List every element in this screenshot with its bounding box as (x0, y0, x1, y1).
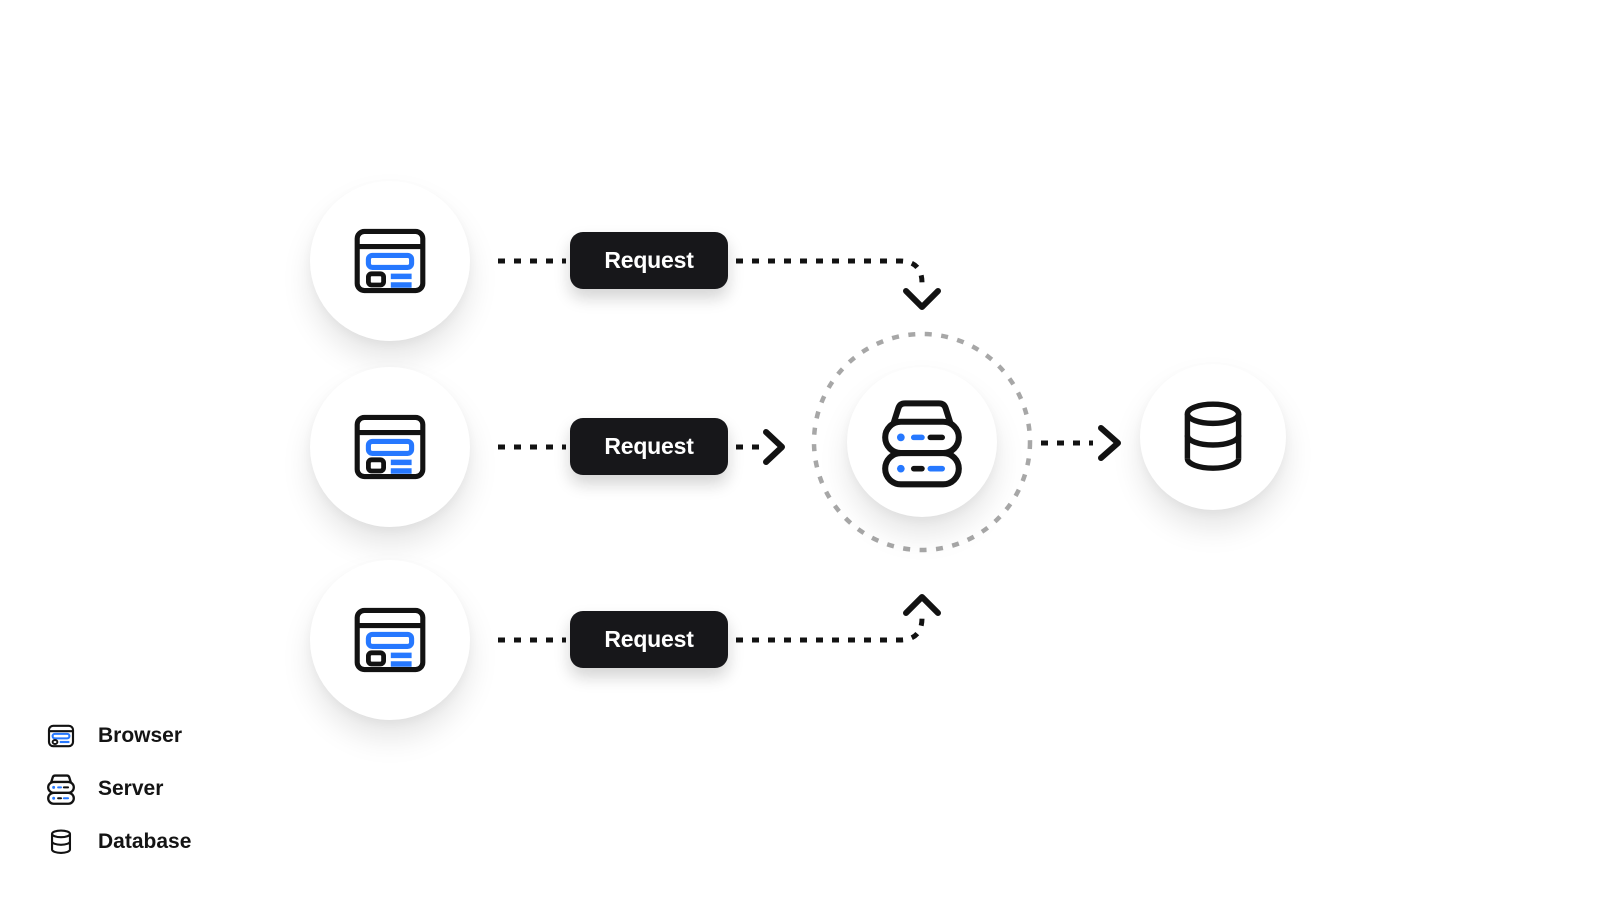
request-label-1: Request (570, 232, 728, 289)
browser-icon (354, 607, 426, 673)
request-label-2: Request (570, 418, 728, 475)
browser-icon (354, 228, 426, 294)
server-icon (44, 773, 78, 805)
request-label-text: Request (604, 433, 694, 459)
legend-item-database: Database (44, 826, 191, 858)
legend: Browser Server (44, 720, 191, 879)
legend-label: Database (98, 830, 192, 853)
server-icon (882, 400, 962, 488)
arrowhead-right-icon (763, 429, 785, 465)
request-label-3: Request (570, 611, 728, 668)
arrowhead-right-icon (1098, 425, 1121, 461)
database-icon (1184, 401, 1242, 471)
browser-node-1 (310, 181, 470, 341)
request-label-text: Request (604, 247, 694, 273)
browser-node-2 (310, 367, 470, 527)
server-dashed-ring (811, 331, 1033, 553)
request-label-text: Request (604, 626, 694, 652)
legend-item-server: Server (44, 773, 191, 805)
arrowhead-up-icon (903, 594, 941, 616)
browser-icon (354, 414, 426, 480)
arrow-request1-to-server (736, 258, 925, 290)
legend-label: Server (98, 777, 164, 800)
arrow-request3-to-server (736, 611, 925, 643)
database-icon (44, 826, 78, 858)
database-node (1140, 364, 1286, 510)
browser-node-3 (310, 560, 470, 720)
server-node (847, 367, 997, 517)
legend-label: Browser (98, 724, 183, 747)
legend-item-browser: Browser (44, 720, 191, 752)
arrowhead-down-icon (903, 288, 941, 310)
browser-icon (44, 721, 78, 751)
